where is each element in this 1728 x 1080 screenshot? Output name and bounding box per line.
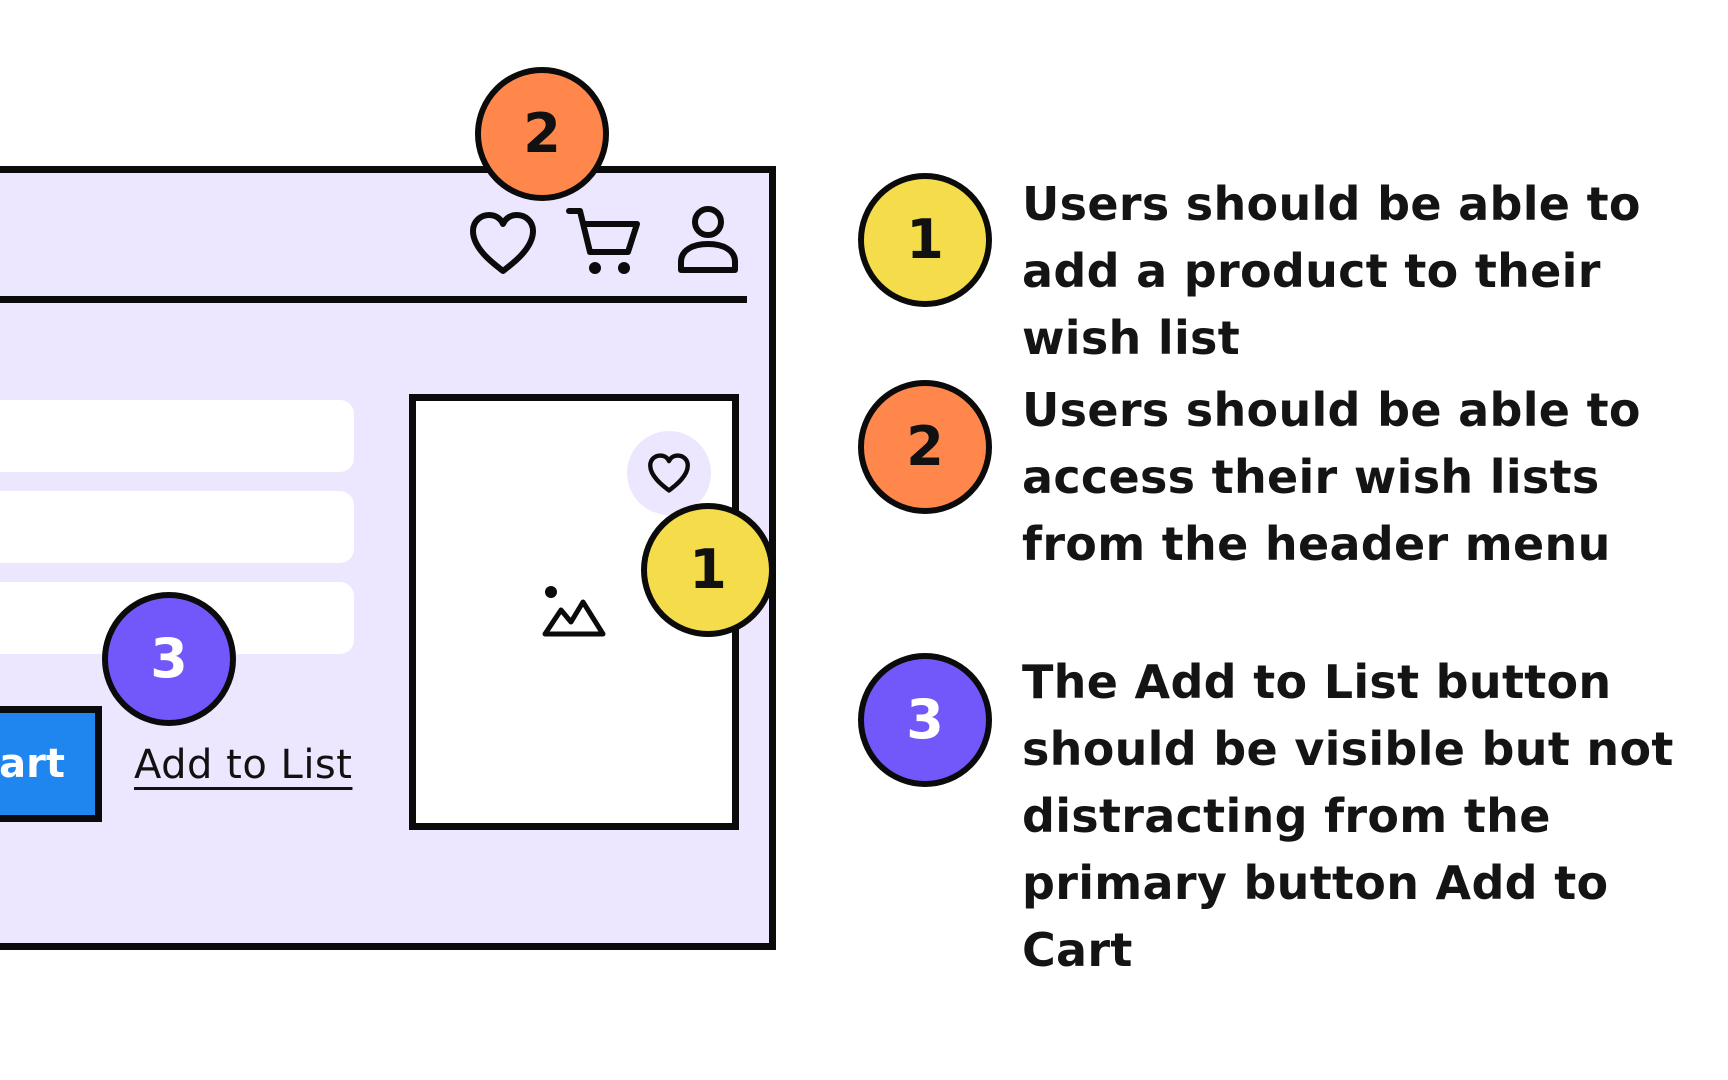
requirement-badge: 3 bbox=[858, 653, 992, 787]
heart-icon bbox=[470, 212, 536, 274]
header-divider bbox=[0, 296, 747, 303]
add-to-cart-label: Cart bbox=[0, 741, 65, 787]
cart-icon bbox=[566, 208, 640, 274]
badge-number: 2 bbox=[523, 102, 561, 165]
input-field-2[interactable] bbox=[0, 491, 354, 563]
card-wishlist-button[interactable] bbox=[627, 431, 711, 515]
header-user-icon[interactable] bbox=[676, 204, 740, 274]
badge-header-menu: 2 bbox=[475, 67, 609, 201]
add-to-list-link[interactable]: Add to List bbox=[134, 742, 353, 788]
input-field-1[interactable] bbox=[0, 400, 354, 472]
badge-number: 1 bbox=[689, 538, 727, 601]
badge-wishlist-card: 1 bbox=[641, 503, 775, 637]
image-icon bbox=[541, 584, 607, 642]
user-icon bbox=[678, 206, 738, 273]
requirement-text: Users should be able to add a product to… bbox=[1022, 177, 1641, 365]
badge-add-to-list: 3 bbox=[102, 592, 236, 726]
requirement-number: 2 bbox=[906, 415, 944, 478]
requirement-badge: 1 bbox=[858, 173, 992, 307]
requirement-badge: 2 bbox=[858, 380, 992, 514]
requirement-text: Users should be able to access their wis… bbox=[1022, 383, 1641, 571]
requirement-text: The Add to List button should be visible… bbox=[1022, 655, 1674, 977]
requirement-number: 3 bbox=[906, 688, 944, 751]
heart-icon bbox=[648, 453, 690, 493]
add-to-cart-button[interactable]: Cart bbox=[0, 706, 102, 822]
header-heart-icon[interactable] bbox=[468, 211, 538, 275]
header-cart-icon[interactable] bbox=[566, 206, 642, 278]
badge-number: 3 bbox=[150, 627, 188, 690]
requirement-number: 1 bbox=[906, 208, 944, 271]
